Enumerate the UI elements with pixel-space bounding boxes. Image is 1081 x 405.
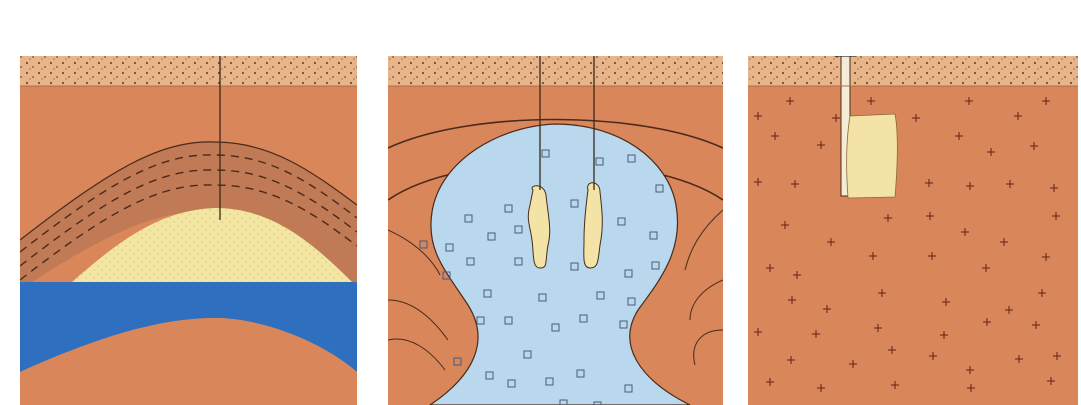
panel-salt-dome-trap xyxy=(388,30,723,405)
panel-anticline-trap xyxy=(20,30,357,405)
building-icon xyxy=(834,27,857,56)
panel-salt-mine xyxy=(748,27,1078,405)
mine-cavern xyxy=(847,114,898,198)
wellhead-icon xyxy=(208,30,232,43)
wellhead-icon xyxy=(528,30,552,43)
wellhead-icon xyxy=(582,30,606,43)
topsoil xyxy=(20,56,357,86)
